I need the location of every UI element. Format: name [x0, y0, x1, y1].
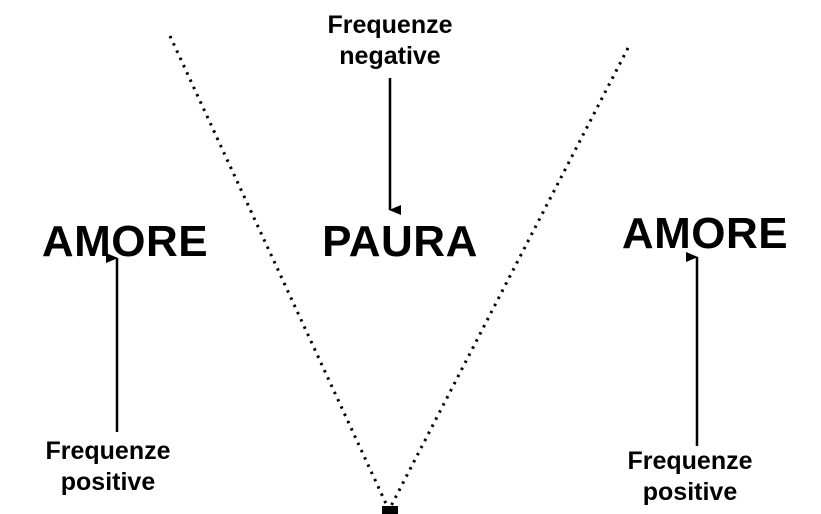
right-caption-line1: Frequenze [627, 447, 753, 475]
left-caption-line2: positive [60, 468, 156, 496]
v-vertex-mark [382, 506, 398, 514]
left-caption: Frequenze positive [18, 436, 198, 498]
center-caption-line1: Frequenze [327, 11, 453, 39]
right-caption-line2: positive [642, 478, 738, 506]
v-right-dotted-line [388, 47, 630, 509]
left-caption-line1: Frequenze [45, 437, 171, 465]
left-main-word: AMORE [41, 217, 209, 266]
right-main-word: AMORE [621, 209, 789, 258]
right-caption: Frequenze positive [600, 446, 780, 508]
center-caption: Frequenze negative [300, 10, 480, 72]
center-caption-line2: negative [339, 42, 441, 70]
center-main-word: PAURA [322, 217, 478, 266]
v-left-dotted-line [168, 35, 390, 509]
